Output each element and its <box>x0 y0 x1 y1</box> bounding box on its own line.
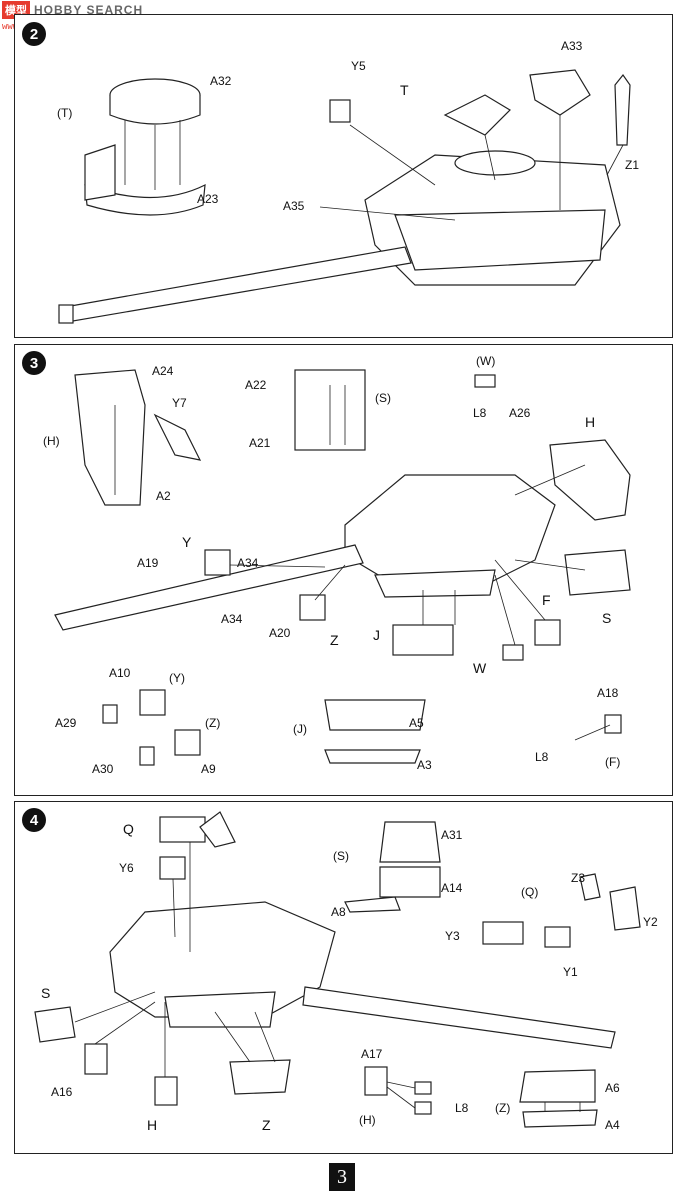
label-H: H <box>585 414 596 430</box>
label-A34-b: A34 <box>221 612 243 626</box>
step-2-number: 2 <box>29 25 39 43</box>
label-S-paren: (S) <box>375 391 391 405</box>
label-F: F <box>542 592 551 608</box>
step-3-number: 3 <box>29 354 39 372</box>
label-Q-paren: (Q) <box>521 885 539 899</box>
label-Q: Q <box>123 821 134 837</box>
label-Y3: Y3 <box>445 929 460 943</box>
label-A35: A35 <box>283 199 305 213</box>
label-A2: A2 <box>156 489 171 503</box>
label-A22: A22 <box>245 378 267 392</box>
step-4-panel: Q Y6 (S) A31 A14 A8 Z3 (Q) Y2 Y3 Y1 S A1… <box>14 801 673 1154</box>
label-Z: Z <box>330 632 339 648</box>
label-Z1: Z1 <box>625 158 640 172</box>
label-H: H <box>147 1117 158 1133</box>
label-Z-paren: (Z) <box>205 716 221 730</box>
label-A32: A32 <box>210 74 232 88</box>
label-A6: A6 <box>605 1081 620 1095</box>
label-Y-paren: (Y) <box>169 671 185 685</box>
label-Z-paren: (Z) <box>495 1101 511 1115</box>
step-2-illustration <box>58 69 631 324</box>
label-W-paren: (W) <box>476 354 496 368</box>
label-Y: Y <box>182 534 192 550</box>
label-A31: A31 <box>441 828 463 842</box>
label-Y7: Y7 <box>172 396 187 410</box>
label-A23: A23 <box>197 192 219 206</box>
label-L8: L8 <box>455 1101 469 1115</box>
step-2-badge: 2 <box>22 22 46 46</box>
label-A14: A14 <box>441 881 463 895</box>
label-A21: A21 <box>249 436 271 450</box>
step-3-badge: 3 <box>22 351 46 375</box>
label-Y2: Y2 <box>643 915 658 929</box>
label-A8: A8 <box>331 905 346 919</box>
label-A24: A24 <box>152 364 174 378</box>
label-W: W <box>473 660 487 676</box>
label-L8-b: L8 <box>535 750 549 764</box>
step-4-badge: 4 <box>22 808 46 832</box>
step-2-panel: A32 (T) A23 Y5 T A33 Z1 A35 <box>14 14 673 338</box>
label-H-paren: (H) <box>43 434 60 448</box>
label-T: T <box>400 82 409 98</box>
label-S: S <box>41 985 51 1001</box>
label-A34-a: A34 <box>237 556 259 570</box>
step-4-illustration <box>34 811 641 1128</box>
label-Z: Z <box>262 1117 271 1133</box>
label-S-paren: (S) <box>333 849 349 863</box>
label-T-paren: (T) <box>57 106 73 120</box>
label-S: S <box>602 610 612 626</box>
label-A10: A10 <box>109 666 131 680</box>
label-J-paren: (J) <box>293 722 307 736</box>
label-A26: A26 <box>509 406 531 420</box>
watermark-brand: HOBBY SEARCH <box>34 3 144 17</box>
label-L8: L8 <box>473 406 487 420</box>
label-A33: A33 <box>561 39 583 53</box>
label-Y6: Y6 <box>119 861 134 875</box>
label-A5: A5 <box>409 716 424 730</box>
label-A29: A29 <box>55 716 77 730</box>
label-F-paren: (F) <box>605 755 621 769</box>
label-A17: A17 <box>361 1047 383 1061</box>
label-H-paren: (H) <box>359 1113 376 1127</box>
label-A16: A16 <box>51 1085 73 1099</box>
label-A19: A19 <box>137 556 159 570</box>
label-Y5: Y5 <box>351 59 366 73</box>
label-J: J <box>373 627 380 643</box>
step-3-panel: A24 A22 (S) (W) Y7 (H) A21 L8 A26 H A2 Y… <box>14 344 673 796</box>
label-A18: A18 <box>597 686 619 700</box>
step-4-number: 4 <box>29 811 39 829</box>
label-Y1: Y1 <box>563 965 578 979</box>
label-A30: A30 <box>92 762 114 776</box>
step-3-illustration <box>54 369 631 766</box>
page-number: 3 <box>329 1163 355 1191</box>
label-A3: A3 <box>417 758 432 772</box>
label-A20: A20 <box>269 626 291 640</box>
label-A4: A4 <box>605 1118 620 1132</box>
label-Z3: Z3 <box>571 871 586 885</box>
label-A9: A9 <box>201 762 216 776</box>
